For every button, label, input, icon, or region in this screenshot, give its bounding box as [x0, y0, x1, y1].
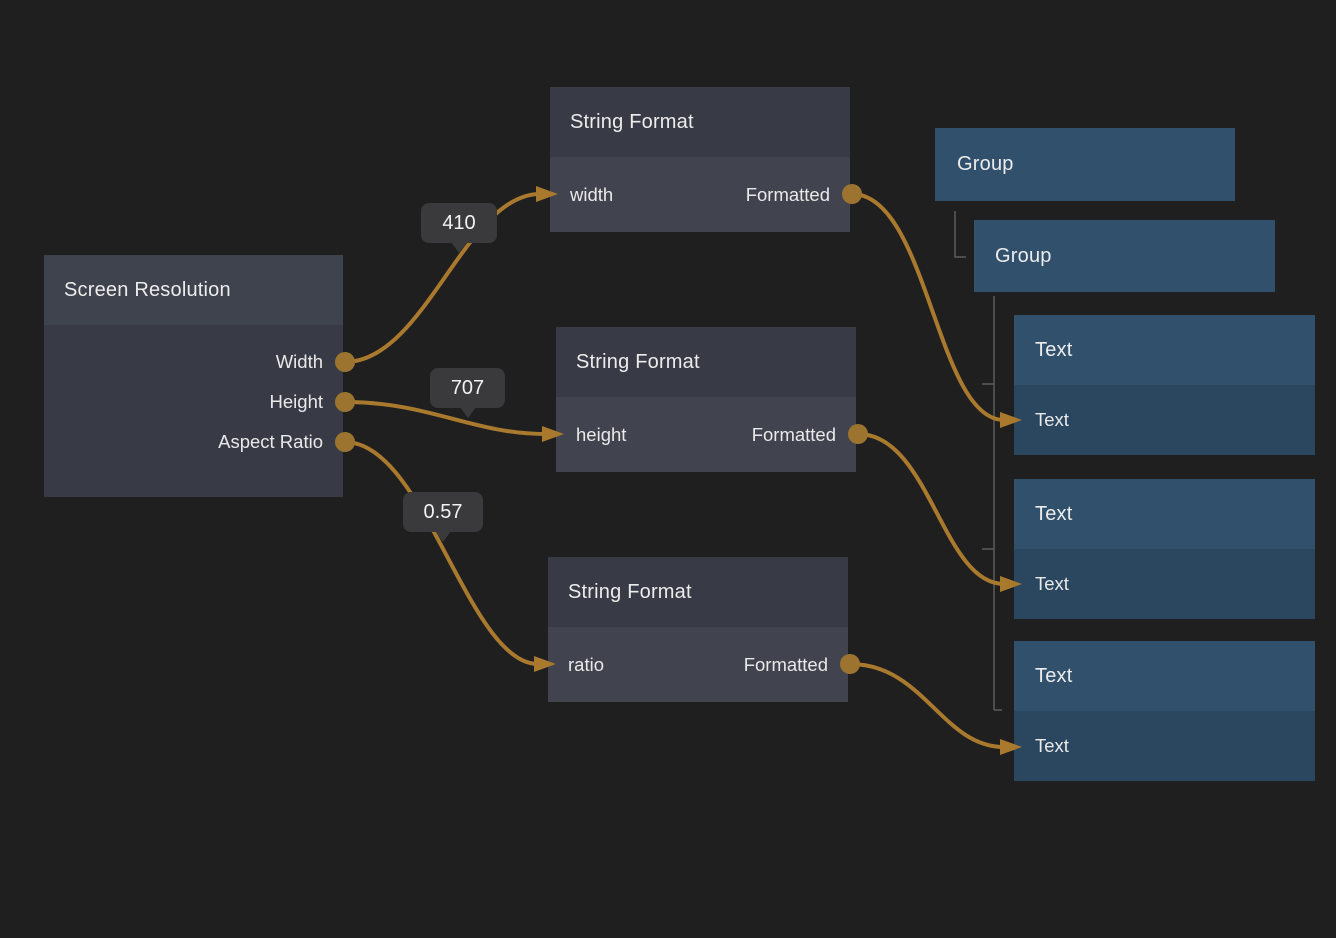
node-title-bar[interactable]: String Format: [548, 557, 848, 627]
wire-ratio-to-string-format[interactable]: [343, 440, 540, 666]
node-text-ratio[interactable]: Text Text: [1014, 641, 1315, 781]
node-title: Screen Resolution: [64, 278, 231, 301]
node-title: Group: [995, 244, 1052, 267]
output-label: Formatted: [751, 423, 836, 445]
node-group-outer[interactable]: Group: [935, 128, 1235, 201]
node-body: Text: [1014, 711, 1315, 781]
node-title: String Format: [576, 350, 700, 373]
node-title: Group: [957, 153, 1014, 175]
output-row-aspect-ratio: Aspect Ratio: [44, 422, 343, 462]
output-label: Formatted: [743, 653, 828, 675]
node-title-bar[interactable]: Text: [1014, 641, 1315, 711]
input-label: Text: [1035, 735, 1069, 756]
node-body: ratio Formatted: [548, 627, 848, 702]
input-label: Text: [1035, 409, 1069, 430]
output-row-height: Height: [44, 382, 343, 422]
node-text-height[interactable]: Text Text: [1014, 479, 1315, 619]
node-title: String Format: [570, 110, 694, 133]
input-label: height: [576, 423, 627, 445]
node-screen-resolution[interactable]: Screen Resolution Width Height Aspect Ra…: [44, 255, 343, 497]
node-title-bar[interactable]: Group: [935, 128, 1235, 201]
wire-value-badge-width: 410: [421, 203, 497, 253]
node-body: Text: [1014, 385, 1315, 455]
node-title: Text: [1035, 502, 1073, 525]
wire-formatted-ratio-to-text[interactable]: [848, 662, 1006, 749]
wire-value: 410: [442, 211, 476, 234]
output-row-width: Width: [44, 342, 343, 382]
wire-value-badge-height: 707: [430, 368, 505, 418]
input-label: width: [570, 183, 614, 205]
node-title-bar[interactable]: Group: [974, 220, 1275, 292]
output-label: Aspect Ratio: [218, 431, 323, 452]
text-hierarchy-line: [982, 296, 1002, 711]
node-title-bar[interactable]: String Format: [556, 327, 856, 397]
node-body: width Formatted: [550, 157, 850, 232]
node-body: Width Height Aspect Ratio: [44, 325, 343, 497]
wire-value: 0.57: [423, 500, 463, 523]
badge-pointer: [435, 531, 451, 542]
node-title-bar[interactable]: Text: [1014, 315, 1315, 385]
output-label: Width: [275, 351, 323, 372]
output-label: Formatted: [745, 183, 830, 205]
wire-value: 707: [450, 376, 485, 399]
node-string-format-width[interactable]: String Format width Formatted: [550, 87, 850, 232]
group-hierarchy-line: [954, 211, 966, 258]
badge-pointer: [459, 407, 476, 418]
wire-value-badge-ratio: 0.57: [403, 492, 483, 542]
node-string-format-height[interactable]: String Format height Formatted: [556, 327, 856, 472]
node-title-bar[interactable]: String Format: [550, 87, 850, 157]
badge-pointer: [451, 242, 467, 253]
node-text-width[interactable]: Text Text: [1014, 315, 1315, 455]
node-title-bar[interactable]: Screen Resolution: [44, 255, 343, 325]
wire-formatted-height-to-text[interactable]: [856, 432, 1006, 586]
node-string-format-ratio[interactable]: String Format ratio Formatted: [548, 557, 848, 702]
node-title: Text: [1035, 338, 1073, 361]
node-title: Text: [1035, 664, 1073, 687]
node-title: String Format: [568, 580, 692, 603]
node-group-inner[interactable]: Group: [974, 220, 1275, 292]
input-label: ratio: [568, 653, 604, 675]
output-label: Height: [269, 391, 323, 412]
node-body: height Formatted: [556, 397, 856, 472]
node-body: Text: [1014, 549, 1315, 619]
node-title-bar[interactable]: Text: [1014, 479, 1315, 549]
input-label: Text: [1035, 573, 1069, 594]
